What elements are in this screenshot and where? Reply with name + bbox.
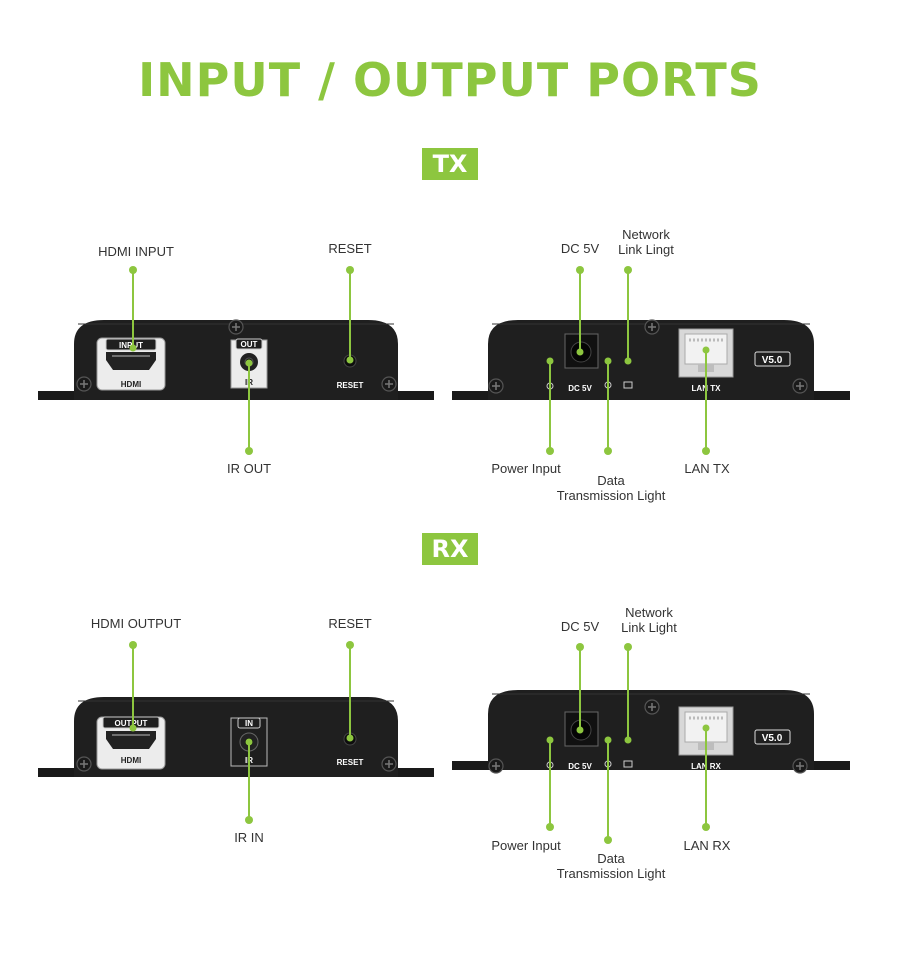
tx-badge: TX	[422, 148, 478, 180]
rx-dev-hdmi-tag: OUTPUT	[115, 719, 148, 728]
tx-dc-label: DC 5V	[561, 241, 600, 256]
tx-dev-hdmi-text: HDMI	[121, 380, 141, 389]
tx-data-label-2: Transmission Light	[557, 488, 666, 503]
tx-dev-ir-tag: OUT	[241, 340, 258, 349]
rx-hdmi-output-label: HDMI OUTPUT	[91, 616, 181, 631]
tx-reset-label: RESET	[328, 241, 371, 256]
tx-left-device: INPUT HDMI OUT IR RESET	[37, 319, 435, 401]
tx-dev-reset-text: RESET	[337, 381, 364, 390]
rx-dev-ir-tag: IN	[245, 719, 253, 728]
tx-data-label-1: Data	[597, 473, 625, 488]
tx-network-label-2: Link Lingt	[618, 242, 674, 257]
rx-ir-in-label: IR IN	[234, 830, 264, 845]
tx-network-label-1: Network	[622, 227, 670, 242]
tx-dev-version: V5.0	[762, 355, 783, 366]
page-title: INPUT / OUTPUT PORTS	[138, 53, 762, 107]
rx-network-label-2: Link Light	[621, 620, 677, 635]
rx-callouts	[129, 641, 710, 844]
rx-power-input-label: Power Input	[491, 838, 561, 853]
rx-data-label-2: Transmission Light	[557, 866, 666, 881]
rx-dev-hdmi-text: HDMI	[121, 756, 141, 765]
rx-lan-label: LAN RX	[684, 838, 731, 853]
rx-dev-reset-text: RESET	[337, 758, 364, 767]
rx-network-label-1: Network	[625, 605, 673, 620]
rx-left-device: OUTPUT HDMI IN IR RESET	[37, 696, 435, 778]
rx-dev-dc-text: DC 5V	[568, 762, 592, 771]
rx-dev-version: V5.0	[762, 733, 783, 744]
tx-hdmi-input-label: HDMI INPUT	[98, 244, 174, 259]
rx-dc-label: DC 5V	[561, 619, 600, 634]
rx-data-label-1: Data	[597, 851, 625, 866]
rx-reset-label: RESET	[328, 616, 371, 631]
tx-lan-label: LAN TX	[684, 461, 730, 476]
tx-dev-dc-text: DC 5V	[568, 384, 592, 393]
tx-ir-out-label: IR OUT	[227, 461, 271, 476]
rx-badge: RX	[422, 533, 478, 565]
tx-power-input-label: Power Input	[491, 461, 561, 476]
tx-callouts	[129, 266, 710, 455]
tx-right-device: DC 5V LAN TX V5.0	[451, 319, 851, 401]
rx-right-device: DC 5V LAN RX V5.0	[451, 689, 851, 774]
